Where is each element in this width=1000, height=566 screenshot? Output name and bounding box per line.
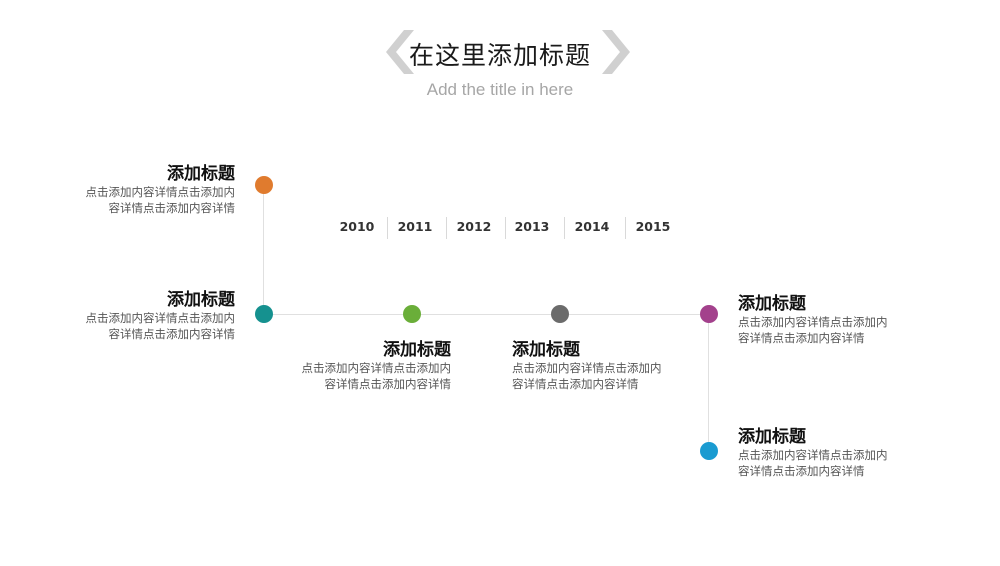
page-title: 在这里添加标题 [408, 41, 591, 70]
chevron-left-icon [386, 30, 414, 74]
year-label: 2013 [514, 219, 550, 234]
item-text: 容详情点击添加内容详情 [738, 331, 865, 345]
timeline-dot-teal [255, 305, 273, 323]
timeline-dot-gray [551, 305, 569, 323]
timeline-item-2: 添加标题 点击添加内容详情点击添加内 容详情点击添加内容详情 [40, 290, 236, 342]
timeline-horizontal [263, 314, 709, 315]
item-text: 点击添加内容详情点击添加内 [85, 185, 236, 199]
item-heading: 添加标题 [738, 427, 806, 447]
item-text: 容详情点击添加内容详情 [738, 464, 865, 478]
item-text: 容详情点击添加内容详情 [108, 327, 236, 341]
year-label: 2010 [339, 219, 375, 234]
timeline-vertical-right [708, 314, 709, 451]
timeline-dot-blue [700, 442, 718, 460]
year-label: 2012 [456, 219, 492, 234]
item-text: 点击添加内容详情点击添加内 [738, 315, 888, 329]
item-text: 点击添加内容详情点击添加内 [512, 361, 662, 375]
year-label: 2014 [574, 219, 610, 234]
timeline-item-3: 添加标题 点击添加内容详情点击添加内 容详情点击添加内容详情 [255, 340, 452, 392]
timeline-dot-orange [255, 176, 273, 194]
year-label: 2015 [635, 219, 671, 234]
chevron-right-icon [602, 30, 630, 74]
item-text: 点击添加内容详情点击添加内 [85, 311, 236, 325]
item-heading: 添加标题 [512, 340, 580, 360]
year-divider [564, 217, 565, 239]
timeline-item-6: 添加标题 点击添加内容详情点击添加内 容详情点击添加内容详情 [738, 427, 938, 479]
item-heading: 添加标题 [167, 164, 235, 184]
item-heading: 添加标题 [167, 290, 235, 310]
year-axis: 2010 2011 2012 2013 2014 2015 [328, 217, 688, 239]
item-heading: 添加标题 [383, 340, 451, 360]
item-text: 容详情点击添加内容详情 [512, 377, 639, 391]
year-label: 2011 [397, 219, 433, 234]
timeline-item-1: 添加标题 点击添加内容详情点击添加内 容详情点击添加内容详情 [40, 164, 236, 216]
item-text: 容详情点击添加内容详情 [324, 377, 452, 391]
item-text: 点击添加内容详情点击添加内 [301, 361, 452, 375]
year-divider [505, 217, 506, 239]
item-text: 容详情点击添加内容详情 [108, 201, 236, 215]
page-subtitle: Add the title in here [426, 80, 574, 99]
year-divider [625, 217, 626, 239]
timeline-vertical-left [263, 185, 264, 315]
item-text: 点击添加内容详情点击添加内 [738, 448, 888, 462]
year-divider [446, 217, 447, 239]
title-area: 在这里添加标题 [0, 30, 1000, 80]
timeline-dot-purple [700, 305, 718, 323]
timeline-dot-green [403, 305, 421, 323]
timeline-item-4: 添加标题 点击添加内容详情点击添加内 容详情点击添加内容详情 [512, 340, 712, 392]
timeline-item-5: 添加标题 点击添加内容详情点击添加内 容详情点击添加内容详情 [738, 294, 938, 346]
item-heading: 添加标题 [738, 294, 806, 314]
year-divider [387, 217, 388, 239]
